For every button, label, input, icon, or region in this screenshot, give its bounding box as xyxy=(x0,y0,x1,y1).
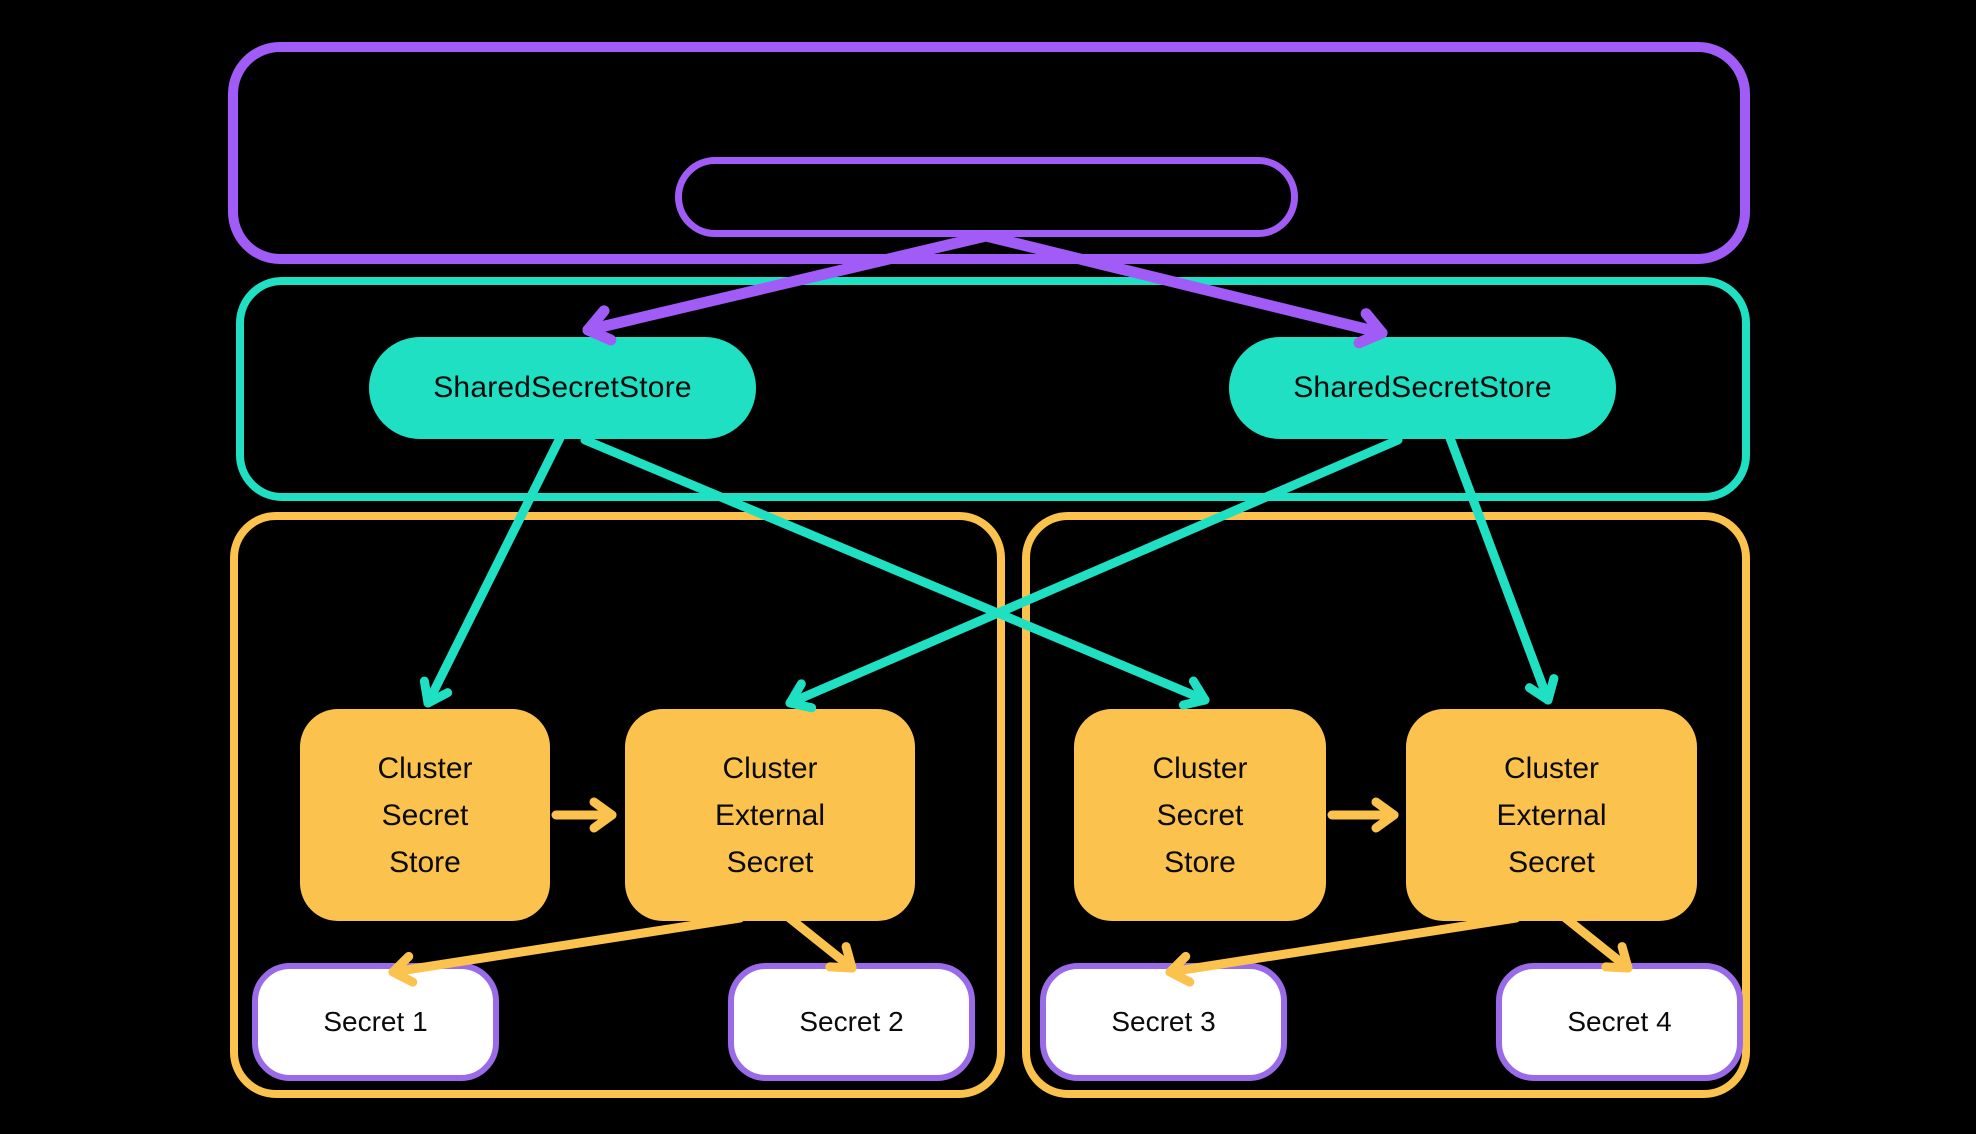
cluster-secret-store-right-label: Cluster Secret Store xyxy=(1152,751,1248,879)
secret-4: Secret 4 xyxy=(1496,963,1743,1081)
secret-2-label: Secret 2 xyxy=(799,1006,904,1037)
shared-secret-store-left-label: SharedSecretStore xyxy=(433,371,692,404)
secret-2: Secret 2 xyxy=(728,963,975,1081)
cluster-secret-store-left: Cluster Secret Store xyxy=(300,709,550,921)
cluster-external-secret-right: Cluster External Secret xyxy=(1406,709,1697,921)
shared-secret-store-right-label: SharedSecretStore xyxy=(1293,371,1552,404)
inner-pill xyxy=(675,157,1298,237)
cluster-secret-store-left-label: Cluster Secret Store xyxy=(377,751,473,879)
secret-1-label: Secret 1 xyxy=(323,1006,428,1037)
shared-secret-store-left: SharedSecretStore xyxy=(369,337,756,439)
cluster-external-secret-left-label: Cluster External Secret xyxy=(714,751,826,879)
secret-3-label: Secret 3 xyxy=(1111,1006,1216,1037)
cluster-external-secret-left: Cluster External Secret xyxy=(625,709,915,921)
cluster-external-secret-right-label: Cluster External Secret xyxy=(1496,751,1607,879)
secret-1: Secret 1 xyxy=(252,963,499,1081)
secret-4-label: Secret 4 xyxy=(1567,1006,1672,1037)
secret-3: Secret 3 xyxy=(1040,963,1287,1081)
shared-secret-store-right: SharedSecretStore xyxy=(1229,337,1616,439)
cluster-secret-store-right: Cluster Secret Store xyxy=(1074,709,1326,921)
outer-purple-box xyxy=(228,42,1750,264)
